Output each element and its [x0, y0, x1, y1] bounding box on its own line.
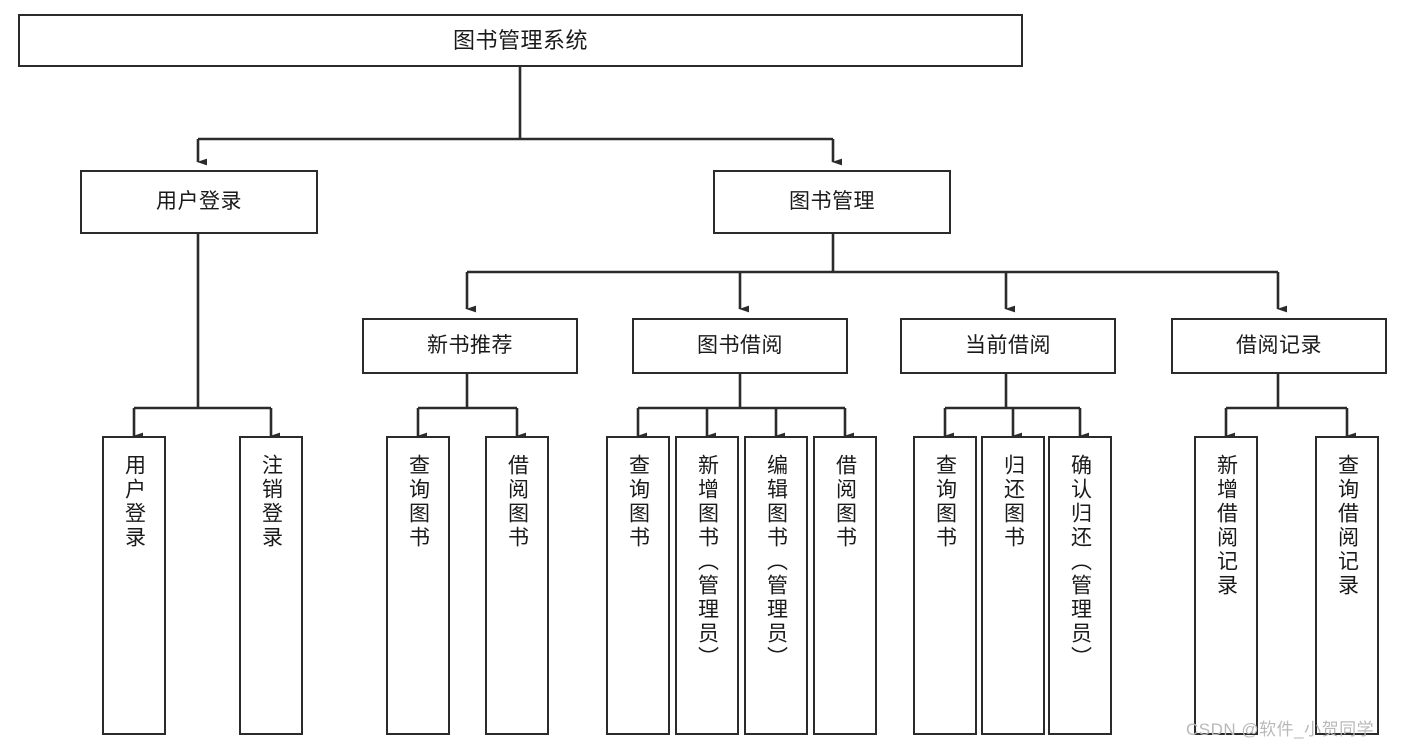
node-leaf-confirm-return-admin[interactable]: 确认归还（管理员）: [1048, 436, 1112, 735]
node-leaf-query-book-2[interactable]: 查询图书: [606, 436, 670, 735]
node-root-label: 图书管理系统: [452, 27, 588, 53]
node-book-manage[interactable]: 图书管理: [713, 170, 951, 234]
edge-current-borrow-to-leaves: [943, 374, 1089, 440]
node-borrow-record-label: 借阅记录: [1236, 333, 1322, 357]
node-new-book-recommend[interactable]: 新书推荐: [362, 318, 578, 374]
node-leaf-borrow-book-1-label: 借阅图书: [505, 454, 529, 550]
edge-root-to-level2: [196, 67, 842, 166]
node-leaf-logout-login-label: 注销登录: [259, 454, 283, 550]
node-book-borrow-label: 图书借阅: [697, 333, 783, 357]
node-leaf-logout-login[interactable]: 注销登录: [239, 436, 303, 735]
node-new-book-recommend-label: 新书推荐: [427, 333, 513, 357]
node-book-manage-label: 图书管理: [789, 189, 875, 213]
node-user-login[interactable]: 用户登录: [80, 170, 318, 234]
node-leaf-user-login[interactable]: 用户登录: [102, 436, 166, 735]
node-leaf-query-book-1[interactable]: 查询图书: [386, 436, 450, 735]
node-leaf-query-borrow-record-label: 查询借阅记录: [1335, 454, 1359, 598]
node-leaf-user-login-label: 用户登录: [122, 454, 146, 550]
node-current-borrow-label: 当前借阅: [965, 333, 1051, 357]
node-leaf-add-book-admin-label: 新增图书（管理员）: [695, 454, 719, 670]
node-leaf-borrow-book-2[interactable]: 借阅图书: [813, 436, 877, 735]
node-user-login-label: 用户登录: [156, 189, 242, 213]
node-leaf-edit-book-admin-label: 编辑图书（管理员）: [764, 454, 788, 670]
node-leaf-query-book-3-label: 查询图书: [933, 454, 957, 550]
node-leaf-return-book-label: 归还图书: [1001, 454, 1025, 550]
node-root[interactable]: 图书管理系统: [18, 14, 1023, 67]
node-leaf-add-book-admin[interactable]: 新增图书（管理员）: [675, 436, 739, 735]
node-leaf-query-book-3[interactable]: 查询图书: [913, 436, 977, 735]
node-leaf-query-book-1-label: 查询图书: [406, 454, 430, 550]
edge-new-book-recommend-to-leaves: [416, 374, 526, 440]
node-leaf-edit-book-admin[interactable]: 编辑图书（管理员）: [744, 436, 808, 735]
csdn-watermark: CSDN @软件_小贺同学: [1186, 720, 1375, 739]
node-leaf-borrow-book-2-label: 借阅图书: [833, 454, 857, 550]
edge-borrow-record-to-leaves: [1224, 374, 1356, 440]
node-leaf-query-book-2-label: 查询图书: [626, 454, 650, 550]
node-leaf-query-borrow-record[interactable]: 查询借阅记录: [1315, 436, 1379, 735]
node-current-borrow[interactable]: 当前借阅: [900, 318, 1116, 374]
node-leaf-add-borrow-record-label: 新增借阅记录: [1214, 454, 1238, 598]
edge-user-login-to-leaves: [132, 234, 280, 440]
edge-book-borrow-to-leaves: [636, 374, 854, 440]
node-leaf-return-book[interactable]: 归还图书: [981, 436, 1045, 735]
edge-book-manage-to-level3: [465, 234, 1287, 313]
node-borrow-record[interactable]: 借阅记录: [1171, 318, 1387, 374]
node-leaf-borrow-book-1[interactable]: 借阅图书: [485, 436, 549, 735]
node-book-borrow[interactable]: 图书借阅: [632, 318, 848, 374]
node-leaf-add-borrow-record[interactable]: 新增借阅记录: [1194, 436, 1258, 735]
node-leaf-confirm-return-admin-label: 确认归还（管理员）: [1068, 454, 1092, 670]
